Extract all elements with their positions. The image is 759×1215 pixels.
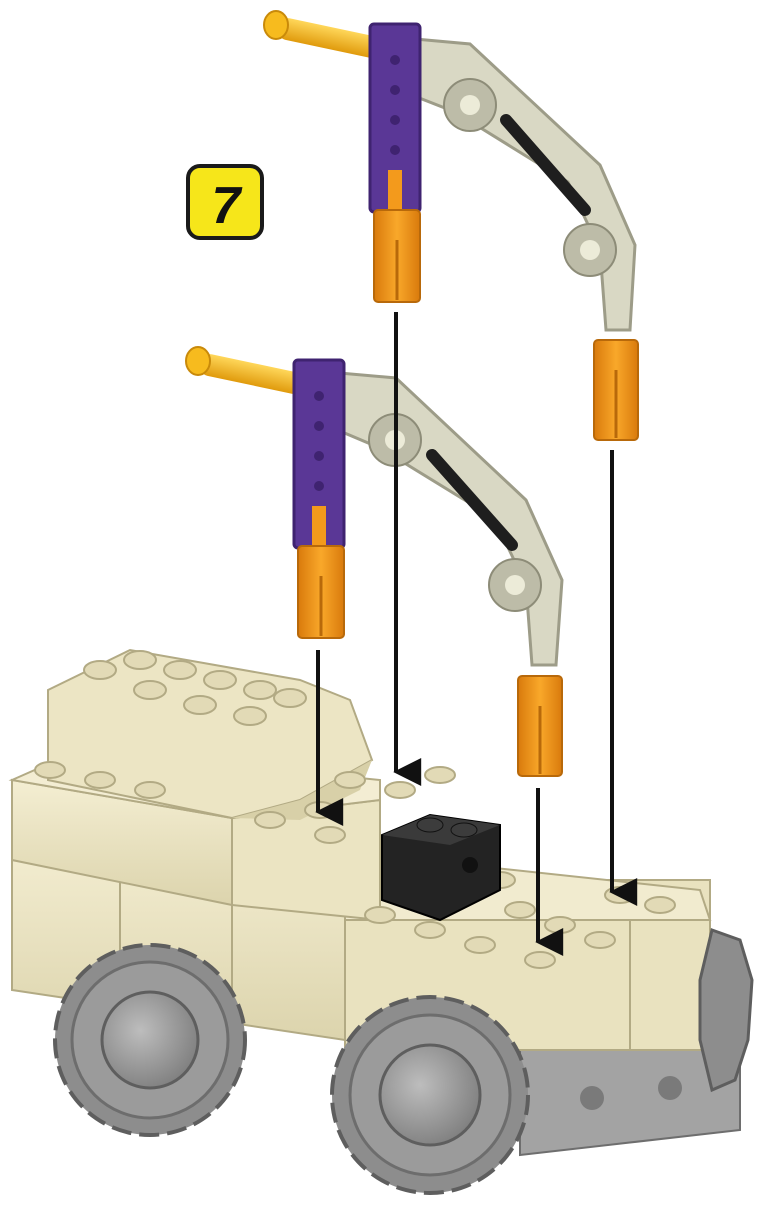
- orange-connector: [374, 210, 420, 302]
- gear-wheel-icon: [332, 997, 528, 1193]
- purple-rod: [370, 24, 420, 212]
- step-number-badge: 7: [188, 166, 262, 238]
- gray-angle-link: [404, 38, 635, 330]
- gray-angle-link: [328, 372, 562, 665]
- vehicle-base: [12, 650, 752, 1193]
- purple-rod: [294, 360, 344, 548]
- orange-connector: [594, 340, 638, 440]
- gear-wheel-icon: [55, 945, 245, 1135]
- orange-connector: [518, 676, 562, 776]
- step-number: 7: [212, 177, 243, 235]
- orange-connector: [298, 546, 344, 638]
- gear-wheel-icon: [700, 930, 752, 1090]
